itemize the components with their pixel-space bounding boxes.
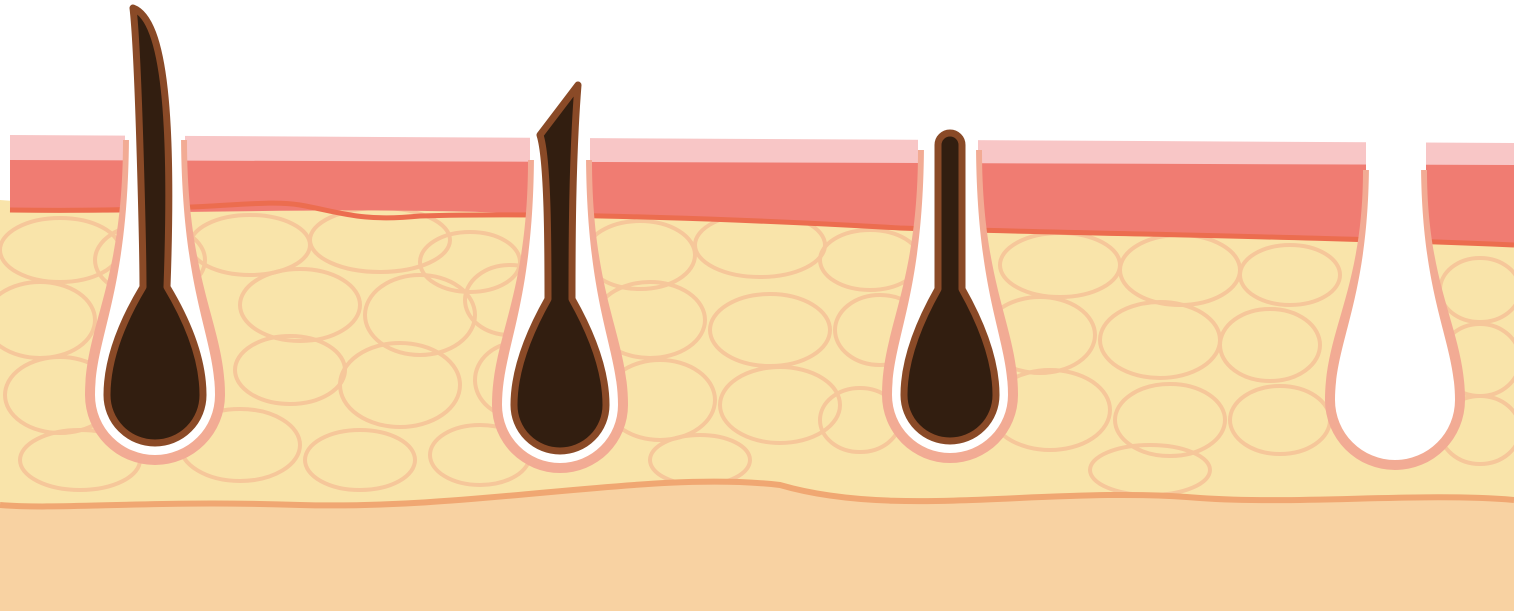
skin-cross-section-diagram — [0, 0, 1514, 611]
